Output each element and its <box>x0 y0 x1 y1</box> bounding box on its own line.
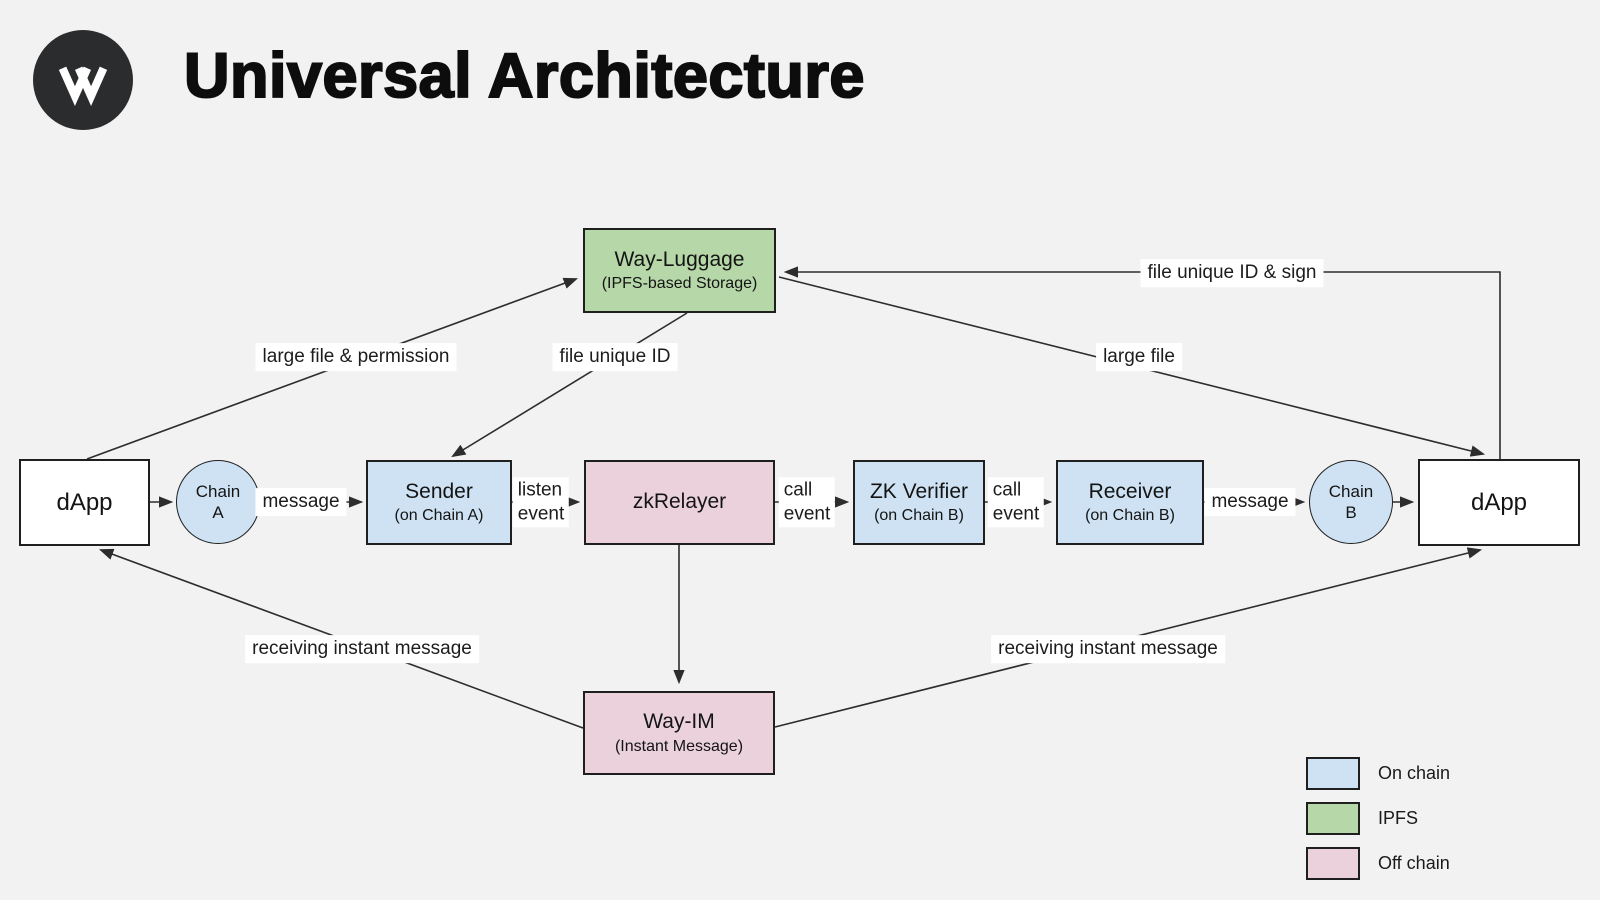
page-title: Universal Architecture <box>183 40 866 112</box>
node-receiver: Receiver (on Chain B) <box>1056 460 1204 545</box>
node-dapp-left: dApp <box>19 459 150 546</box>
node-way-im: Way-IM (Instant Message) <box>583 691 775 775</box>
node-title: Chain A <box>195 481 241 522</box>
node-title: Receiver <box>1088 479 1172 503</box>
legend: On chain IPFS Off chain <box>1306 757 1450 892</box>
legend-swatch-on-chain <box>1306 757 1360 790</box>
legend-swatch-ipfs <box>1306 802 1360 835</box>
edge-label-call-event-1: call event <box>778 477 836 527</box>
node-dapp-right: dApp <box>1418 459 1580 546</box>
edge-label-receiving-im-right: receiving instant message <box>991 635 1225 663</box>
legend-item-on-chain: On chain <box>1306 757 1450 790</box>
node-subtitle: (Instant Message) <box>614 737 744 755</box>
node-way-luggage: Way-Luggage (IPFS-based Storage) <box>583 228 776 313</box>
edge-label-large-file-permission: large file & permission <box>255 343 457 371</box>
legend-item-off-chain: Off chain <box>1306 847 1450 880</box>
edge-label-large-file: large file <box>1096 343 1182 371</box>
node-title: Way-Luggage <box>614 247 745 271</box>
edge-label-file-unique-id: file unique ID <box>552 343 678 371</box>
node-subtitle: (on Chain B) <box>1085 507 1175 525</box>
edge-label-listen-event: listen event <box>512 477 570 527</box>
node-title: Sender <box>405 479 473 503</box>
edge-label-message-right: message <box>1204 488 1296 516</box>
node-title: Way-IM <box>643 710 715 734</box>
edge-label-message-left: message <box>255 488 347 516</box>
edge-label-receiving-im-left: receiving instant message <box>245 635 479 663</box>
edge-label-call-event-2: call event <box>987 477 1045 527</box>
node-subtitle: (IPFS-based Storage) <box>601 275 758 293</box>
legend-label: IPFS <box>1378 808 1419 828</box>
node-title: ZK Verifier <box>869 479 969 503</box>
node-title: dApp <box>1470 488 1528 516</box>
node-title: Chain B <box>1328 481 1374 522</box>
node-chain-a: Chain A <box>176 460 260 544</box>
node-sender: Sender (on Chain A) <box>366 460 512 545</box>
node-zkrelayer: zkRelayer <box>584 460 775 545</box>
node-title: dApp <box>56 488 113 516</box>
legend-swatch-off-chain <box>1306 847 1360 880</box>
edge-label-file-unique-id-sign: file unique ID & sign <box>1140 259 1324 287</box>
node-subtitle: (on Chain B) <box>874 507 964 525</box>
node-subtitle: (on Chain A) <box>394 507 484 525</box>
node-zk-verifier: ZK Verifier (on Chain B) <box>853 460 985 545</box>
w-logo-icon <box>33 30 133 130</box>
legend-item-ipfs: IPFS <box>1306 802 1450 835</box>
legend-label: On chain <box>1378 763 1451 783</box>
node-title: zkRelayer <box>632 490 727 514</box>
node-chain-b: Chain B <box>1309 460 1393 544</box>
legend-label: Off chain <box>1378 853 1450 873</box>
